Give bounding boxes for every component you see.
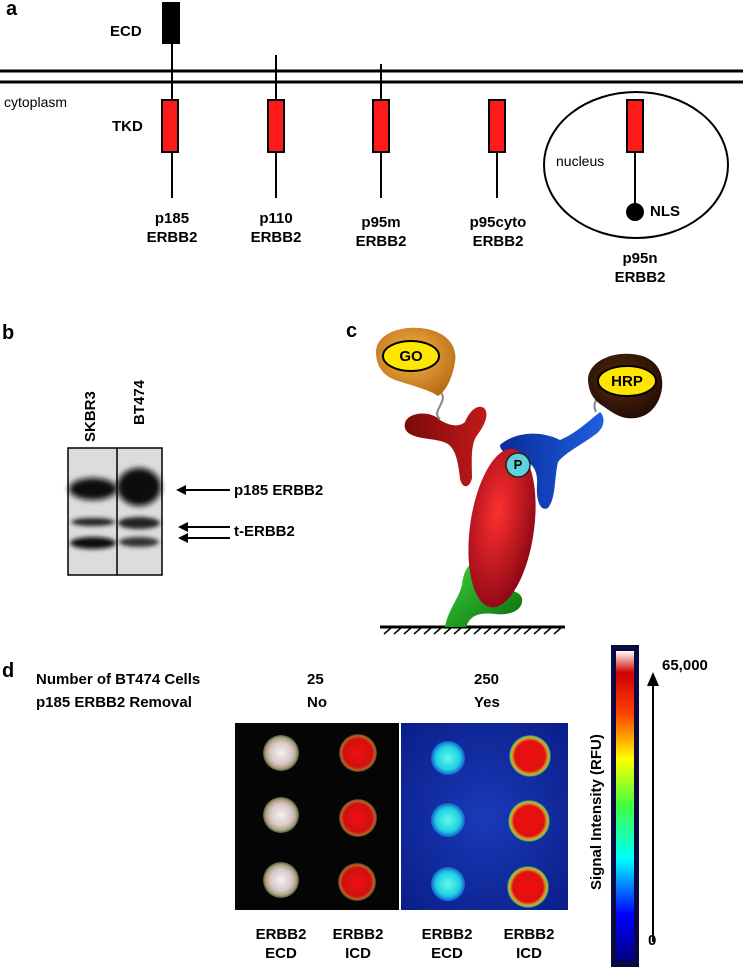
panel-a-label: a bbox=[6, 0, 18, 20]
group1-removal: No bbox=[307, 694, 327, 711]
colorbar-max-label: 65,000 bbox=[662, 657, 708, 674]
lane-label-skbr3: SKBR3 bbox=[82, 391, 99, 442]
panel-b-label: b bbox=[2, 322, 15, 344]
phospho-label: P bbox=[513, 457, 523, 472]
band-bt474-t2 bbox=[119, 537, 159, 547]
band-skbr3-t1 bbox=[71, 518, 115, 526]
isoform-p95cyto-diagram bbox=[488, 99, 506, 198]
ecd-domain bbox=[162, 2, 180, 44]
panel-d-label: d bbox=[2, 660, 15, 682]
go-label: GO bbox=[399, 348, 423, 365]
band-bt474-t1 bbox=[118, 517, 160, 529]
colorbar bbox=[611, 645, 659, 967]
group2-removal: Yes bbox=[474, 694, 500, 711]
isoform-p110-diagram bbox=[267, 55, 285, 198]
hrp-ellipse bbox=[597, 365, 657, 397]
nls-dot bbox=[626, 203, 644, 221]
tkd-label: TKD bbox=[112, 118, 143, 135]
blot-arrows bbox=[176, 485, 230, 543]
phospho-site bbox=[505, 452, 531, 478]
lane-label-bt474: BT474 bbox=[131, 379, 148, 425]
hrp-label: HRP bbox=[611, 373, 643, 390]
isoform-p95n-diagram bbox=[543, 91, 729, 239]
cytoplasm-label: cytoplasm bbox=[4, 94, 68, 110]
colorbar-title: Signal Intensity (RFU) bbox=[588, 734, 605, 890]
row-label-cell-count: Number of BT474 Cells bbox=[36, 671, 201, 688]
nucleus-label: nucleus bbox=[556, 153, 605, 169]
nls-label: NLS bbox=[650, 203, 680, 220]
cell-membrane bbox=[0, 69, 743, 84]
colorbar-min-label: 0 bbox=[648, 932, 657, 949]
western-blot bbox=[67, 447, 163, 576]
detection-antibody-blue bbox=[500, 412, 604, 509]
go-ellipse bbox=[382, 340, 440, 372]
ecd-label: ECD bbox=[110, 23, 142, 40]
array-images bbox=[235, 723, 568, 910]
erbb2-protein bbox=[468, 448, 536, 608]
assay-schematic bbox=[376, 327, 663, 635]
band-skbr3-t2 bbox=[70, 537, 116, 549]
nucleus-outline bbox=[543, 91, 729, 239]
band-label-t-erbb2: t-ERBB2 bbox=[234, 523, 295, 540]
isoform-p185-diagram bbox=[161, 2, 180, 198]
band-bt474-p185 bbox=[117, 468, 161, 506]
detection-antibody-red bbox=[404, 406, 487, 487]
group2-count: 250 bbox=[474, 671, 500, 688]
group1-count: 25 bbox=[307, 671, 324, 688]
band-skbr3-p185 bbox=[69, 478, 117, 500]
panel-c-label: c bbox=[346, 320, 358, 342]
row-label-removal: p185 ERBB2 Removal bbox=[36, 694, 192, 711]
isoform-p95m-diagram bbox=[372, 64, 390, 198]
band-label-p185: p185 ERBB2 bbox=[234, 482, 324, 499]
tkd-domain bbox=[161, 99, 179, 153]
